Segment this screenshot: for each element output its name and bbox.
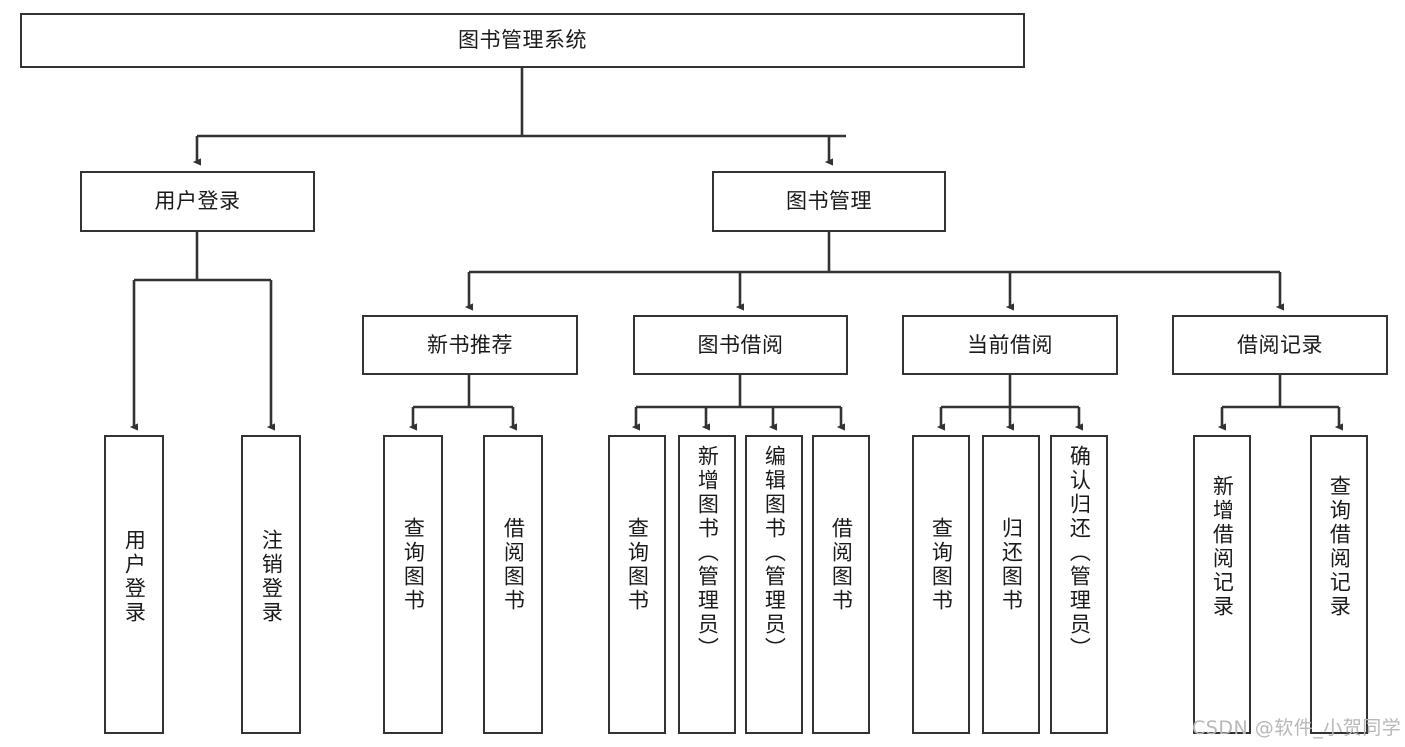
leaf-current-confirm-return-admin[interactable]: 确认归还（管理员） (1050, 435, 1108, 734)
leaf-current-query-book[interactable]: 查询图书 (912, 435, 970, 734)
node-label: 查询图书 (929, 517, 954, 613)
node-label: 图书借阅 (697, 332, 784, 357)
node-current-borrow[interactable]: 当前借阅 (902, 315, 1118, 375)
node-label: 新书推荐 (427, 332, 513, 357)
node-new-book-recommend[interactable]: 新书推荐 (362, 315, 578, 375)
node-label: 编辑图书（管理员） (762, 445, 787, 661)
node-label: 图书管理系统 (458, 28, 587, 53)
node-label: 新增借阅记录 (1210, 475, 1235, 619)
leaf-record-add-record[interactable]: 新增借阅记录 (1193, 435, 1251, 734)
node-label: 借阅图书 (829, 517, 854, 613)
node-user-login[interactable]: 用户登录 (80, 171, 315, 232)
leaf-borrow-borrow-book[interactable]: 借阅图书 (812, 435, 870, 734)
leaf-recommend-borrow-book[interactable]: 借阅图书 (483, 435, 543, 734)
node-label: 用户登录 (154, 189, 241, 214)
leaf-borrow-add-book-admin[interactable]: 新增图书（管理员） (678, 435, 736, 734)
node-label: 借阅图书 (501, 517, 526, 613)
node-label: 图书管理 (786, 189, 872, 214)
csdn-watermark: CSDN @软件_小贺同学 (1192, 717, 1402, 739)
node-label: 注销登录 (259, 529, 284, 625)
node-label: 用户登录 (122, 529, 147, 625)
node-label: 查询借阅记录 (1327, 475, 1352, 619)
node-label: 归还图书 (999, 517, 1024, 613)
node-label: 当前借阅 (967, 332, 1053, 357)
leaf-record-query-record[interactable]: 查询借阅记录 (1310, 435, 1368, 734)
node-borrow-record[interactable]: 借阅记录 (1172, 315, 1388, 375)
leaf-current-return-book[interactable]: 归还图书 (982, 435, 1040, 734)
node-label: 新增图书（管理员） (695, 445, 720, 661)
node-label: 查询图书 (401, 517, 426, 613)
leaf-recommend-query-book[interactable]: 查询图书 (383, 435, 443, 734)
node-book-borrow[interactable]: 图书借阅 (633, 315, 848, 375)
leaf-user-login-login[interactable]: 用户登录 (104, 435, 164, 734)
leaf-borrow-edit-book-admin[interactable]: 编辑图书（管理员） (745, 435, 803, 734)
leaf-borrow-query-book[interactable]: 查询图书 (608, 435, 666, 734)
node-root-system[interactable]: 图书管理系统 (20, 13, 1025, 68)
node-label: 查询图书 (625, 517, 650, 613)
node-label: 确认归还（管理员） (1067, 445, 1092, 661)
leaf-user-login-logout[interactable]: 注销登录 (241, 435, 301, 734)
node-book-management[interactable]: 图书管理 (712, 171, 946, 232)
node-label: 借阅记录 (1237, 332, 1323, 357)
